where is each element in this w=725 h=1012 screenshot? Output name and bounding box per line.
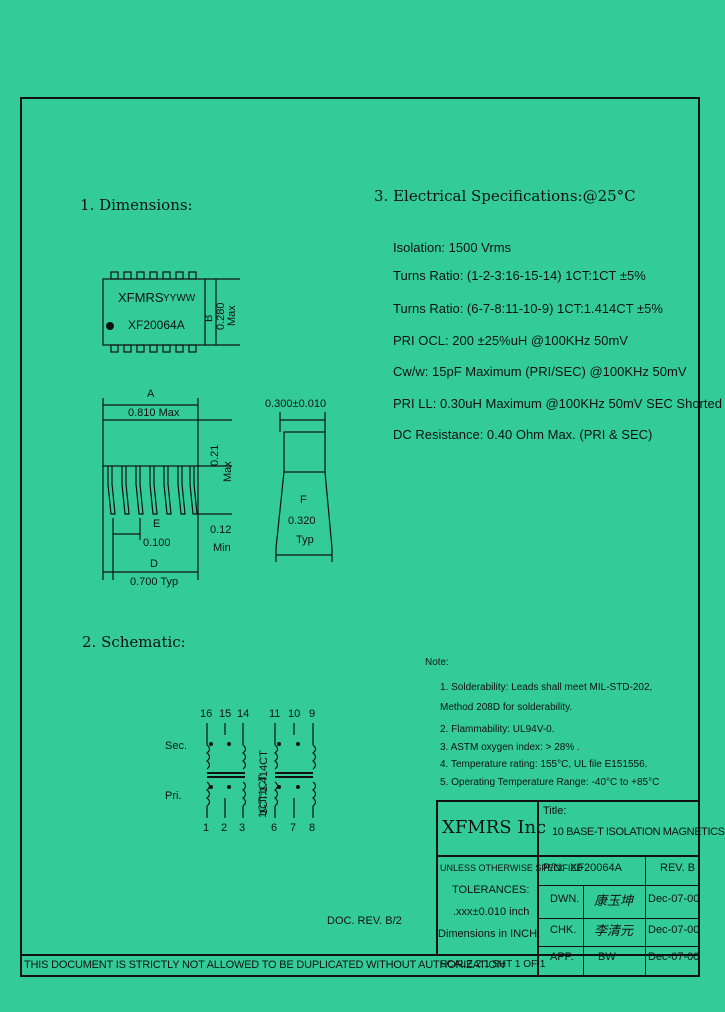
dim-f-value: 0.320	[288, 515, 316, 527]
spec-line: PRI LL: 0.30uH Maximum @100KHz 50mV SEC …	[393, 396, 722, 411]
chk-label: CHK.	[550, 924, 577, 936]
doc-rev: DOC. REV. B/2	[327, 915, 402, 927]
pri-label: Pri.	[165, 790, 182, 802]
sec-label: Sec.	[165, 740, 188, 752]
package-datecode: YYWW	[163, 293, 196, 304]
pin-number: 16	[200, 708, 213, 720]
spec-line: DC Resistance: 0.40 Ohm Max. (PRI & SEC)	[393, 427, 653, 442]
spec-line: Turns Ratio: (6-7-8:11-10-9) 1CT:1.414CT…	[393, 301, 663, 316]
tolerance-value: .xxx±0.010 inch	[453, 906, 530, 918]
dwn-label: DWN.	[550, 893, 580, 905]
note-item: 2. Flammability: UL94V-0.	[440, 724, 555, 735]
drawing-sheet	[20, 97, 700, 977]
pin-number: 8	[309, 822, 316, 834]
package-brand: XFMRS	[118, 290, 164, 305]
notes-header: Note:	[425, 657, 449, 668]
dim-a-label: A	[147, 388, 155, 400]
dim-f-unit: Typ	[296, 534, 314, 546]
spec-line: Turns Ratio: (1-2-3:16-15-14) 1CT:1CT ±5…	[393, 268, 646, 283]
dwn-signature: 康玉坤	[594, 894, 634, 909]
scale-sheet: SCALE 2:1 SHT 1 OF 1	[440, 959, 546, 970]
note-item: 3. ASTM oxygen index: > 28% .	[440, 742, 580, 753]
pin-number: 2	[221, 822, 228, 834]
dwn-date: Dec-07-00	[648, 893, 700, 905]
pin-number: 9	[309, 708, 316, 720]
dim-c-value: 0.300±0.010	[265, 398, 327, 410]
pin-number: 15	[219, 708, 232, 720]
pin-number: 6	[271, 822, 278, 834]
note-item: 1. Solderability: Leads shall meet MIL-S…	[440, 682, 653, 693]
spec-line: Isolation: 1500 Vrms	[393, 240, 512, 255]
dim-lead-value: 0.12	[210, 524, 232, 536]
pn-label: P/N:	[543, 862, 565, 874]
app-date: Dec-07-00	[648, 951, 700, 963]
dim-f-label: F	[300, 494, 307, 506]
chk-date: Dec-07-00	[648, 924, 700, 936]
dim-d-label: D	[150, 558, 158, 570]
section-dimensions: 1. Dimensions:	[80, 196, 193, 214]
dim-e-value: 0.100	[143, 537, 171, 549]
section-electrical: 3. Electrical Specifications:@25°C	[374, 187, 636, 205]
tolerances-label: TOLERANCES:	[452, 884, 530, 896]
section-schematic: 2. Schematic:	[82, 633, 186, 651]
pin-number: 7	[290, 822, 297, 834]
company-name: XFMRS Inc	[442, 817, 547, 838]
spec-line: PRI OCL: 200 ±25%uH @100KHz 50mV	[393, 333, 628, 348]
title-label: Title:	[543, 805, 567, 817]
pin-number: 3	[239, 822, 246, 834]
dim-d-value: 0.700 Typ	[130, 576, 179, 588]
pin-number: 14	[237, 708, 250, 720]
dim-lead-unit: Min	[213, 542, 231, 554]
note-item: Method 208D for solderability.	[440, 702, 573, 713]
rev-value: REV. B	[660, 862, 696, 874]
pin-number: 11	[269, 708, 281, 720]
pn-value: XF20064A	[570, 862, 622, 874]
unless-specified: UNLESS OTHERWISE SPECIFIED	[440, 863, 583, 873]
package-part: XF20064A	[128, 318, 185, 332]
title-value: 10 BASE-T ISOLATION MAGNETICS	[552, 826, 725, 838]
dim-e-label: E	[153, 518, 161, 530]
app-signature: BW	[598, 951, 616, 963]
chk-signature: 李清元	[594, 924, 634, 939]
pin-number: 10	[288, 708, 301, 720]
spec-line: Cw/w: 15pF Maximum (PRI/SEC) @100KHz 50m…	[393, 364, 687, 379]
ratio-2-label: 1CT:1.414CT	[258, 750, 270, 815]
note-item: 5. Operating Temperature Range: -40°C to…	[440, 777, 660, 788]
pin-number: 1	[203, 822, 210, 834]
app-label: APP.	[550, 951, 574, 963]
footer-notice: THIS DOCUMENT IS STRICTLY NOT ALLOWED TO…	[24, 959, 505, 971]
dimensions-in: Dimensions in INCH	[438, 928, 538, 940]
dim-a-value: 0.810 Max	[128, 407, 180, 419]
note-item: 4. Temperature rating: 155°C, UL file E1…	[440, 759, 648, 770]
